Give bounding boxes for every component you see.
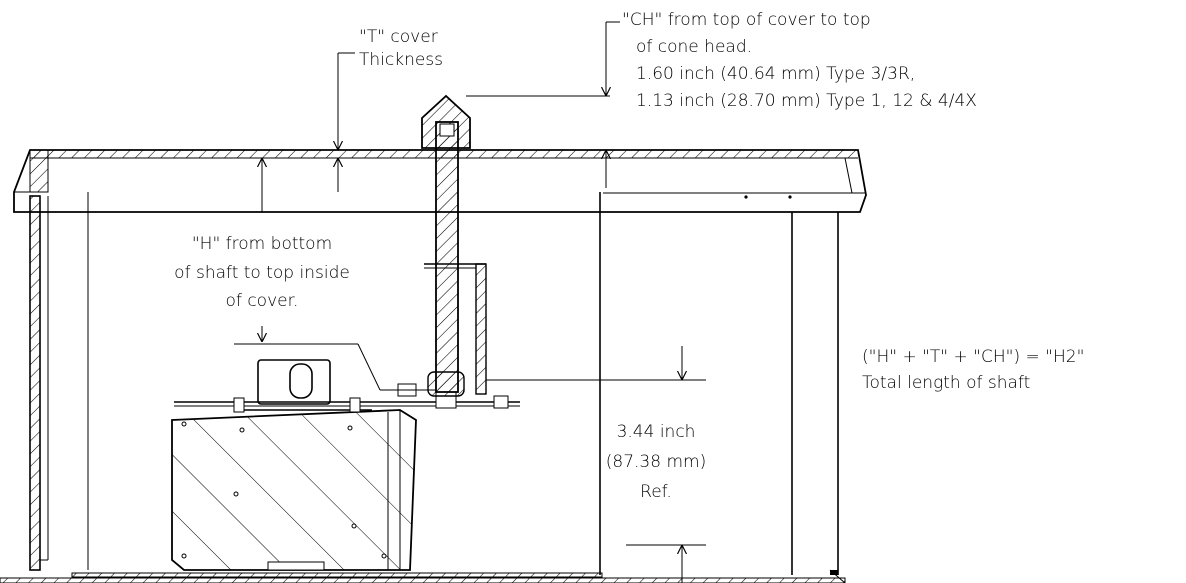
ref-dim-line-1: 3.44 inch — [617, 422, 696, 442]
mounting-bracket — [174, 359, 520, 413]
dimension-lines — [234, 21, 706, 583]
motor-block — [171, 409, 417, 571]
enclosure-wall-right — [599, 192, 846, 583]
h-note: "H" from bottom of shaft to top inside o… — [174, 234, 350, 311]
ch-note-line-3: 1.60 inch (40.64 mm) Type 3/3R, — [636, 64, 915, 84]
t-cover-line-2: Thickness — [359, 50, 443, 70]
h2-formula: ("H" + "T" + "CH") = "H2" Total length o… — [862, 347, 1084, 393]
h-note-line-3: of cover. — [226, 291, 299, 311]
t-cover-note: "T" cover Thickness — [359, 27, 443, 70]
h-note-line-1: "H" from bottom — [192, 234, 332, 254]
base-plate — [0, 572, 846, 583]
shaft — [421, 94, 471, 397]
ch-note-line-4: 1.13 inch (28.70 mm) Type 1, 12 & 4/4X — [636, 91, 977, 111]
h2-formula-line-1: ("H" + "T" + "CH") = "H2" — [862, 347, 1084, 367]
t-cover-line-1: "T" cover — [359, 27, 438, 47]
reference-dimension: 3.44 inch (87.38 mm) Ref. — [606, 422, 706, 502]
ref-dim-line-2: (87.38 mm) — [606, 452, 706, 472]
ref-dim-line-3: Ref. — [640, 482, 672, 502]
h2-formula-line-2: Total length of shaft — [862, 373, 1030, 393]
ch-note-line-2: of cone head. — [636, 37, 752, 57]
h-note-line-2: of shaft to top inside — [174, 263, 350, 283]
ch-note-line-1: "CH" from top of cover to top — [622, 10, 871, 30]
enclosure-wall-left — [29, 192, 89, 571]
ch-note: "CH" from top of cover to top of cone he… — [622, 10, 977, 111]
